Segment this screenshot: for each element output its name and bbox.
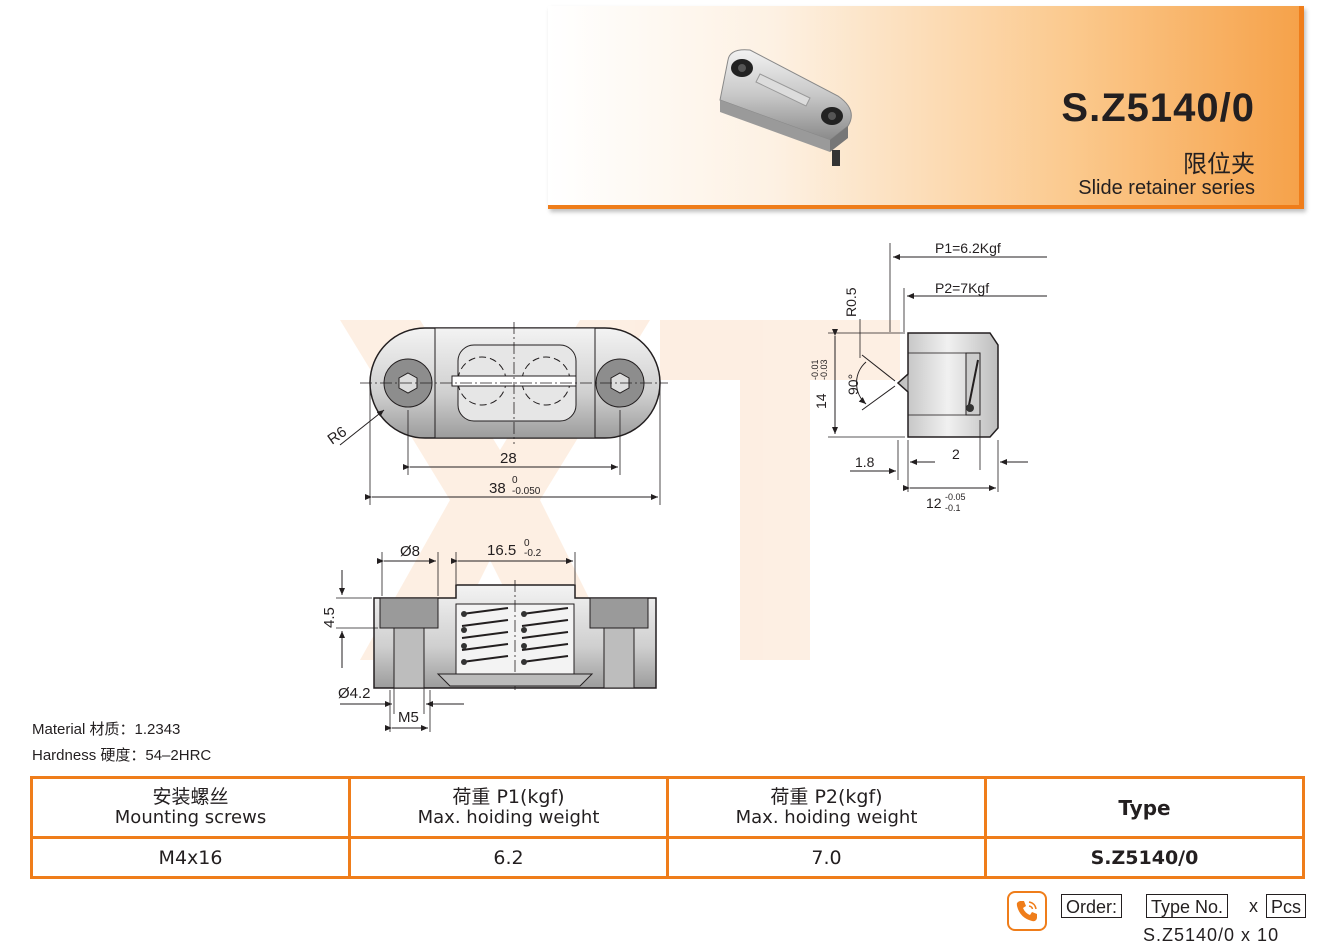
order-type-no: Type No. — [1146, 894, 1229, 918]
dim-12: 12 — [926, 495, 942, 511]
table-row: M4x16 6.2 7.0 S.Z5140/0 — [30, 836, 1305, 879]
header-p2: 荷重 P2(kgf) Max. hoiding weight — [666, 776, 987, 839]
side-view — [828, 243, 1047, 492]
dim-1-8: 1.8 — [855, 454, 875, 470]
product-code: S.Z5140/0 — [1061, 86, 1255, 130]
dim-16-5-tol-top: 0 — [524, 538, 530, 549]
product-photo — [719, 49, 852, 166]
header-type: Type — [984, 776, 1305, 839]
cell-screws: M4x16 — [30, 836, 351, 879]
dim-16-5-tol-bot: -0.2 — [524, 548, 542, 559]
table-header-row: 安装螺丝 Mounting screws 荷重 P1(kgf) Max. hoi… — [30, 776, 1305, 839]
header-col1-cn: 安装螺丝 — [152, 786, 229, 808]
order-pcs: Pcs — [1266, 894, 1307, 918]
dim-r6: R6 — [325, 423, 350, 448]
dim-14-tol-top: -0.01 — [810, 359, 820, 380]
dim-38-tol-bot: -0.050 — [512, 486, 541, 497]
spec-table: 安装螺丝 Mounting screws 荷重 P1(kgf) Max. hoi… — [30, 776, 1305, 879]
dim-16-5: 16.5 — [487, 542, 516, 559]
dim-r05: R0.5 — [843, 287, 859, 317]
cell-p2: 7.0 — [666, 836, 987, 879]
phone-icon — [1007, 891, 1047, 931]
cell-p1: 6.2 — [348, 836, 669, 879]
dim-14: 14 — [813, 393, 829, 409]
dim-angle: 90° — [845, 374, 861, 395]
product-name-cn: 限位夹 — [1183, 151, 1255, 178]
dim-12-tol-top: -0.05 — [945, 492, 966, 502]
cell-type: S.Z5140/0 — [984, 836, 1305, 879]
dim-38-tol-top: 0 — [512, 475, 518, 486]
header-p1: 荷重 P1(kgf) Max. hoiding weight — [348, 776, 669, 839]
dim-4-5: 4.5 — [321, 607, 338, 628]
load-p1: P1=6.2Kgf — [935, 240, 1001, 256]
top-view — [339, 322, 668, 505]
dim-dia4-2: Ø4.2 — [338, 685, 371, 702]
order-label: Order: — [1061, 894, 1123, 918]
dim-12-tol-bot: -0.1 — [945, 503, 961, 513]
header-col3-cn: 荷重 P2(kgf) — [770, 786, 883, 808]
dim-38: 38 — [489, 480, 506, 497]
front-view — [336, 552, 657, 732]
order-example: S.Z5140/0 x 10 — [1143, 925, 1280, 945]
technical-drawing: 28 38 0 -0.050 R6 P1=6.2Kgf P2=7Kgf R0.5… — [321, 240, 1047, 732]
header-col1-en: Mounting screws — [114, 807, 267, 828]
header-col2-en: Max. hoiding weight — [417, 807, 600, 828]
dim-14-tol-bot: -0.03 — [819, 359, 829, 380]
header-col2-cn: 荷重 P1(kgf) — [452, 786, 565, 808]
dim-2: 2 — [952, 446, 960, 462]
product-name-en: Slide retainer series — [1078, 177, 1255, 199]
order-times: x — [1249, 896, 1258, 916]
dim-dia8: Ø8 — [400, 543, 420, 560]
dim-m5: M5 — [398, 709, 419, 726]
material-text: Material 材质：1.2343 — [32, 721, 181, 738]
hardness-text: Hardness 硬度：54–2HRC — [32, 747, 212, 764]
load-p2: P2=7Kgf — [935, 280, 989, 296]
header-banner: S.Z5140/0 限位夹 Slide retainer series — [548, 6, 1304, 209]
header-mounting-screws: 安装螺丝 Mounting screws — [30, 776, 351, 839]
dim-28: 28 — [500, 450, 517, 467]
header-col3-en: Max. hoiding weight — [735, 807, 918, 828]
